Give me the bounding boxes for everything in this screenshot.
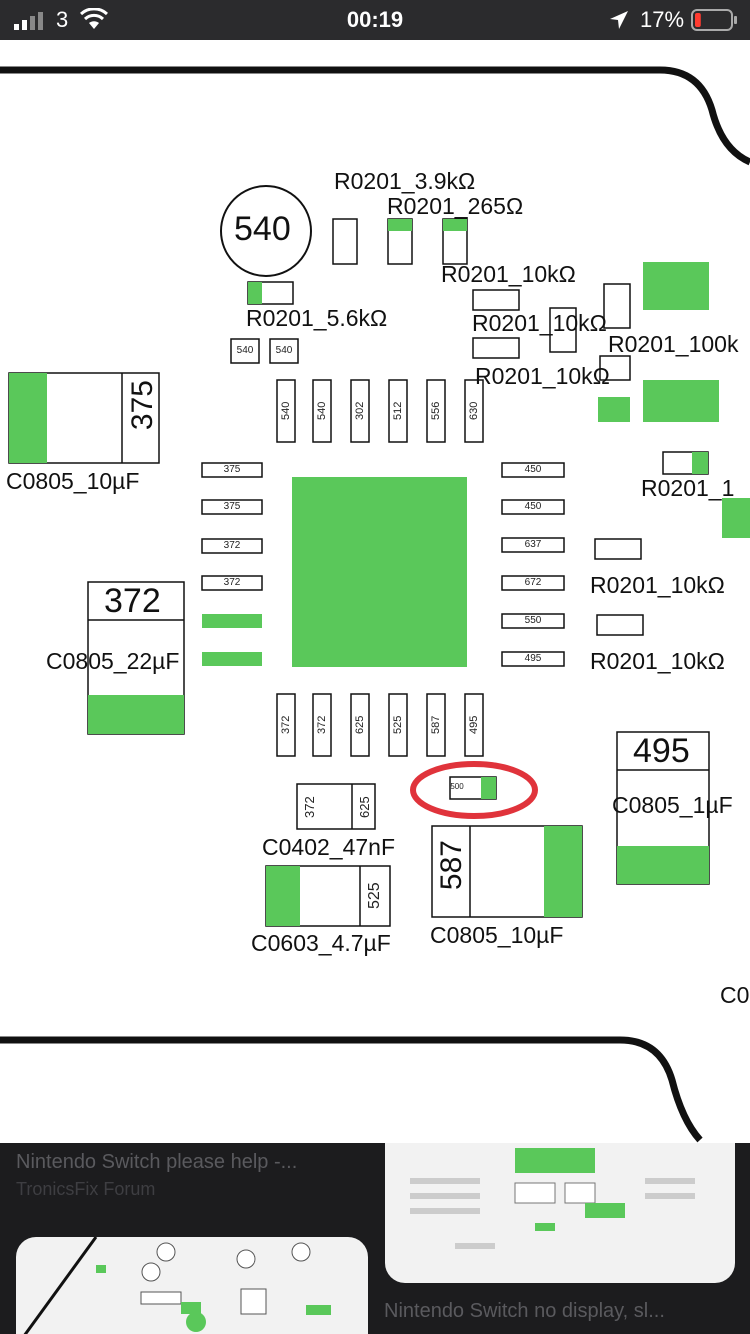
component-label: C0 [720,982,750,1008]
pcb-board-drawing [0,66,750,1143]
result-title[interactable]: Nintendo Switch no display, sl... [384,1300,665,1322]
status-bar: 3 00:19 17% [0,0,750,40]
result-title[interactable]: Nintendo Switch please help -... [16,1151,298,1173]
highlighted-pad-value: 500 [450,782,464,791]
component-label: R0201_100k [608,331,739,357]
pad-value: 375 [223,464,241,475]
result-source: TronicsFix Forum [16,1179,156,1199]
pad-value: 372 [302,796,317,818]
battery-low-icon [691,9,737,31]
component-label: C0805_22µF [46,648,180,674]
location-arrow-icon [610,11,628,29]
component-label: C0402_47nF [262,834,395,860]
pad-value: 550 [524,615,542,626]
result-thumbnail[interactable] [385,1143,735,1283]
component-label: C0805_1µF [612,792,733,818]
image-search-results: Nintendo Switch please help -... Tronics… [0,1143,750,1334]
component-label: R0201_10kΩ [590,648,725,674]
pad-value: 587 [430,715,442,735]
carrier-label: 3 [56,7,69,32]
signal-icon [14,12,43,30]
ic-ground-pad [292,477,467,667]
cap-value-label: 372 [104,582,161,620]
pad-value: 625 [357,796,372,818]
pad-value: 495 [468,715,480,735]
pad-value: 525 [366,882,383,910]
pad-value: 372 [316,715,328,735]
pad-value: 672 [524,577,542,588]
battery-percent: 17% [640,7,685,32]
component-label: R0201_1 [641,475,735,501]
cap-value-label: 587 [435,840,468,891]
pad-value: 637 [524,539,542,550]
pad-value: 630 [468,401,480,421]
pad-value: 302 [354,401,366,421]
component-label: C0603_4.7µF [251,930,391,956]
pad-value: 495 [524,653,542,664]
component-label: R0201_265Ω [387,193,524,219]
pad-value: 372 [223,577,241,588]
result-thumbnail[interactable] [16,1237,368,1334]
pad-value: 540 [275,345,293,356]
component-label: R0201_10kΩ [475,363,610,389]
pad-value: 556 [430,401,442,421]
pad-value: 525 [392,715,404,735]
pad-value: 450 [524,501,542,512]
component-label: R0201_3.9kΩ [334,168,476,194]
pad-value: 375 [223,501,241,512]
pad-value: 540 [316,401,328,421]
component-label: R0201_5.6kΩ [246,305,388,331]
pad-value: 540 [280,401,292,421]
pad-value: 372 [223,540,241,551]
cap-value-label: 375 [126,380,159,431]
highlight-circle [410,761,538,819]
wifi-icon [80,8,108,29]
component-label: R0201_10kΩ [441,261,576,287]
test-point-label: 540 [234,210,291,248]
test-point-540 [220,185,312,277]
clock: 00:19 [346,7,404,32]
component-label: C0805_10µF [6,468,140,494]
component-label: R0201_10kΩ [472,310,607,336]
component-label: R0201_10kΩ [590,572,725,598]
pad-value: 450 [524,464,542,475]
pcb-image-viewer[interactable]: 540 375 372 495 587 R0201_3.9kΩ R0201_26… [0,40,750,1143]
cap-value-label: 495 [633,732,690,770]
pad-value: 540 [236,345,254,356]
pad-value: 625 [354,715,366,735]
component-label: C0805_10µF [430,922,564,948]
pad-value: 372 [280,715,292,735]
pad-value: 512 [392,401,404,421]
